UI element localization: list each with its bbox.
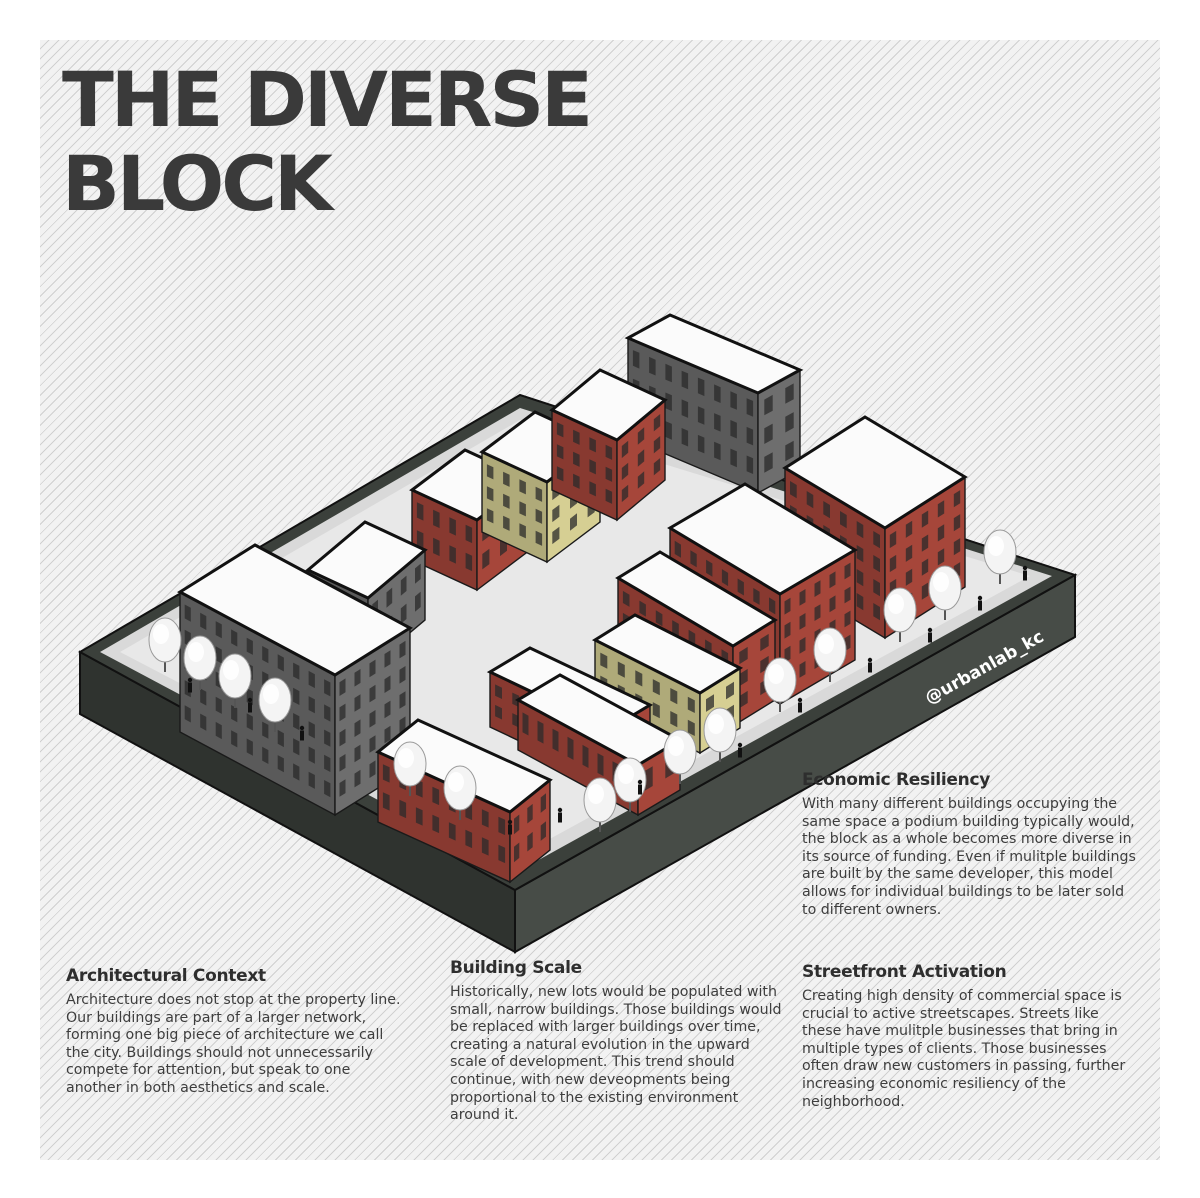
person-9 [867,657,873,673]
heading-economic-resiliency: Economic Resiliency [802,770,990,790]
tree-8 [703,707,737,762]
person-3 [299,725,305,741]
person-7 [737,742,743,758]
person-8 [797,697,803,713]
person-6 [637,779,643,795]
tree-5 [583,777,617,832]
title-line-1: THE DIVERSE [62,55,593,144]
heading-streetfront-activation: Streetfront Activation [802,962,1007,982]
building-6-roof [177,543,413,677]
tree-4 [258,677,292,732]
tree-7 [663,729,697,784]
building-9-roof [615,550,778,648]
person-11 [977,595,983,611]
tree-11 [883,587,917,642]
building-1-roof [624,313,804,395]
building-13-windows [382,764,546,864]
building-4-windows [556,414,661,504]
person-5 [557,807,563,823]
tree-10 [813,627,847,682]
buildings [177,313,968,884]
poster: THE DIVERSE BLOCK @urbanlab_kc Economic … [40,40,1160,1160]
body-economic-resiliency: With many different buildings occupying … [802,796,1136,918]
body-architectural-context: Architecture does not stop at the proper… [66,992,401,1096]
title-line-2: BLOCK [62,139,333,228]
tree-3 [218,653,252,708]
person-12 [1022,565,1028,581]
section-streetfront-activation: Streetfront Activation Creating high den… [802,962,1142,1111]
person-10 [927,627,933,643]
tree-15 [443,765,477,820]
person-4 [507,819,513,835]
building-7-roof [782,415,968,530]
isometric-block-diagram: @urbanlab_kc [77,313,1078,954]
section-economic-resiliency: Economic Resiliency With many different … [802,770,1142,919]
building-10-roof [591,613,744,695]
heading-architectural-context: Architectural Context [66,966,266,986]
person-1 [187,677,193,693]
section-architectural-context: Architectural Context Architecture does … [66,966,406,1098]
building-8-roof [667,482,858,596]
heading-building-scale: Building Scale [450,958,582,978]
tree-14 [393,741,427,796]
tree-9 [763,657,797,712]
poster-title: THE DIVERSE BLOCK [62,55,593,228]
tree-12 [928,565,962,620]
building-4-roof [549,368,668,442]
body-streetfront-activation: Creating high density of commercial spac… [802,988,1126,1110]
building-13-roof [375,718,553,814]
building-1 [624,313,804,495]
people [187,565,1028,835]
building-5-roof [305,520,428,600]
body-building-scale: Historically, new lots would be populate… [450,984,782,1124]
tree-13 [983,529,1017,584]
tree-2 [183,635,217,690]
tree-1 [148,617,182,672]
person-2 [247,697,253,713]
section-building-scale: Building Scale Historically, new lots wo… [450,958,790,1125]
building-4 [549,368,668,522]
